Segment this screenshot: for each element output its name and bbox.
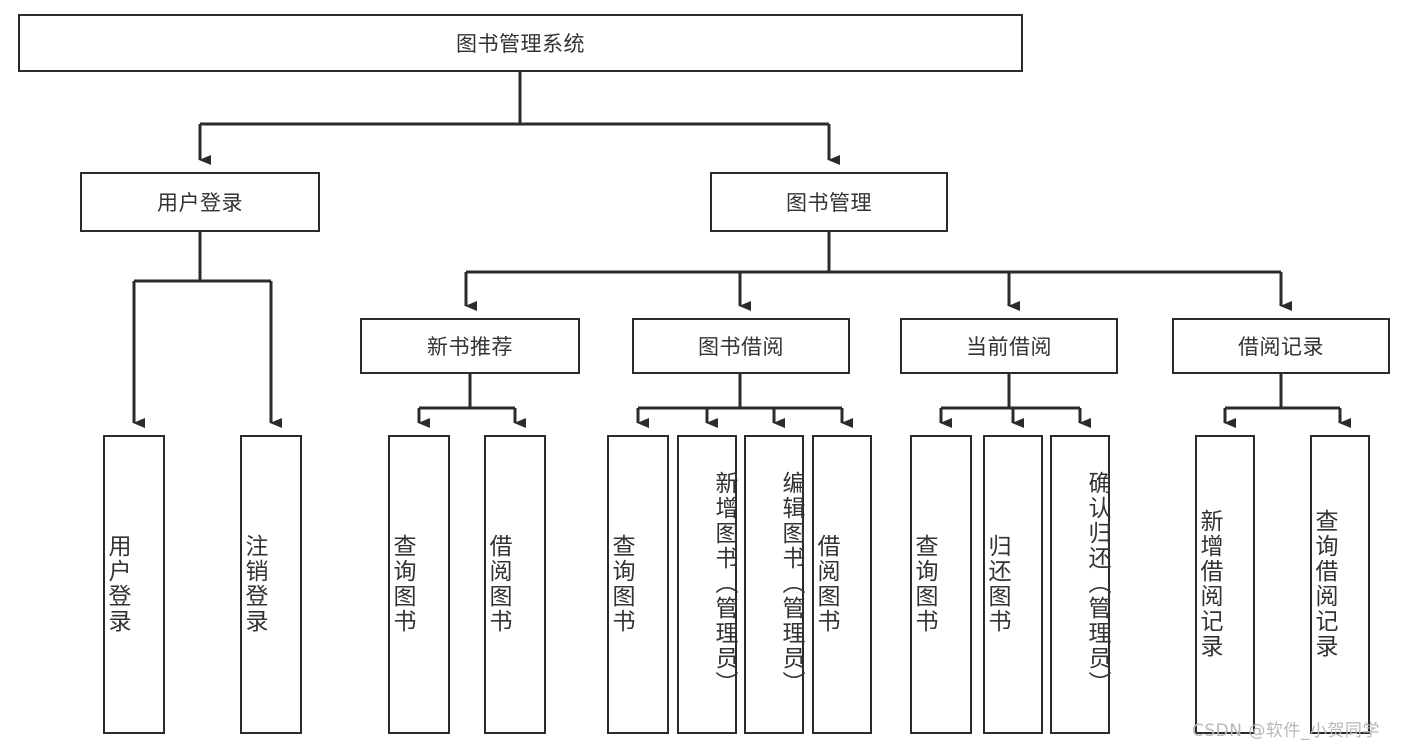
node-leaf-user-logout[interactable]: 注销登录 xyxy=(240,435,302,734)
node-leaf-query-book-3[interactable]: 查询图书 xyxy=(910,435,972,734)
node-borrow-record[interactable]: 借阅记录 xyxy=(1172,318,1390,374)
node-leaf-add-book-label: 新增图书（管理员） xyxy=(711,471,737,696)
node-leaf-query-book-2[interactable]: 查询图书 xyxy=(607,435,669,734)
node-leaf-return-book-label: 归还图书 xyxy=(984,533,1010,634)
node-leaf-query-book-1-label: 查询图书 xyxy=(389,533,415,634)
node-root-label: 图书管理系统 xyxy=(456,32,585,56)
node-leaf-borrow-book-2[interactable]: 借阅图书 xyxy=(812,435,872,734)
node-leaf-query-book-1[interactable]: 查询图书 xyxy=(388,435,450,734)
node-leaf-user-logout-label: 注销登录 xyxy=(241,533,267,634)
node-book-manage[interactable]: 图书管理 xyxy=(710,172,948,232)
node-leaf-query-book-2-label: 查询图书 xyxy=(608,533,634,634)
node-leaf-add-book[interactable]: 新增图书（管理员） xyxy=(677,435,737,734)
node-root[interactable]: 图书管理系统 xyxy=(18,14,1023,72)
node-leaf-edit-book-label: 编辑图书（管理员） xyxy=(778,471,804,696)
node-leaf-user-login-label: 用户登录 xyxy=(104,533,130,634)
node-user-login-label: 用户登录 xyxy=(157,191,243,215)
node-book-borrow-label: 图书借阅 xyxy=(698,335,784,359)
node-leaf-user-login[interactable]: 用户登录 xyxy=(103,435,165,734)
node-current-borrow-label: 当前借阅 xyxy=(966,335,1052,359)
node-user-login[interactable]: 用户登录 xyxy=(80,172,320,232)
node-book-borrow[interactable]: 图书借阅 xyxy=(632,318,850,374)
node-leaf-borrow-book-1-label: 借阅图书 xyxy=(485,533,511,634)
node-borrow-record-label: 借阅记录 xyxy=(1238,335,1324,359)
node-leaf-borrow-book-2-label: 借阅图书 xyxy=(813,533,839,634)
node-leaf-return-book[interactable]: 归还图书 xyxy=(983,435,1043,734)
node-leaf-edit-book[interactable]: 编辑图书（管理员） xyxy=(744,435,804,734)
node-leaf-add-record-label: 新增借阅记录 xyxy=(1196,508,1222,659)
csdn-watermark: CSDN @软件_小贺同学 xyxy=(1192,721,1380,741)
node-leaf-query-record-label: 查询借阅记录 xyxy=(1311,508,1337,659)
node-new-book-rec-label: 新书推荐 xyxy=(427,335,513,359)
node-book-manage-label: 图书管理 xyxy=(786,191,872,215)
node-new-book-rec[interactable]: 新书推荐 xyxy=(360,318,580,374)
node-leaf-query-book-3-label: 查询图书 xyxy=(911,533,937,634)
node-leaf-add-record[interactable]: 新增借阅记录 xyxy=(1195,435,1255,734)
node-leaf-confirm-return[interactable]: 确认归还（管理员） xyxy=(1050,435,1110,734)
node-leaf-confirm-return-label: 确认归还（管理员） xyxy=(1084,471,1110,696)
node-leaf-borrow-book-1[interactable]: 借阅图书 xyxy=(484,435,546,734)
node-leaf-query-record[interactable]: 查询借阅记录 xyxy=(1310,435,1370,734)
node-current-borrow[interactable]: 当前借阅 xyxy=(900,318,1118,374)
